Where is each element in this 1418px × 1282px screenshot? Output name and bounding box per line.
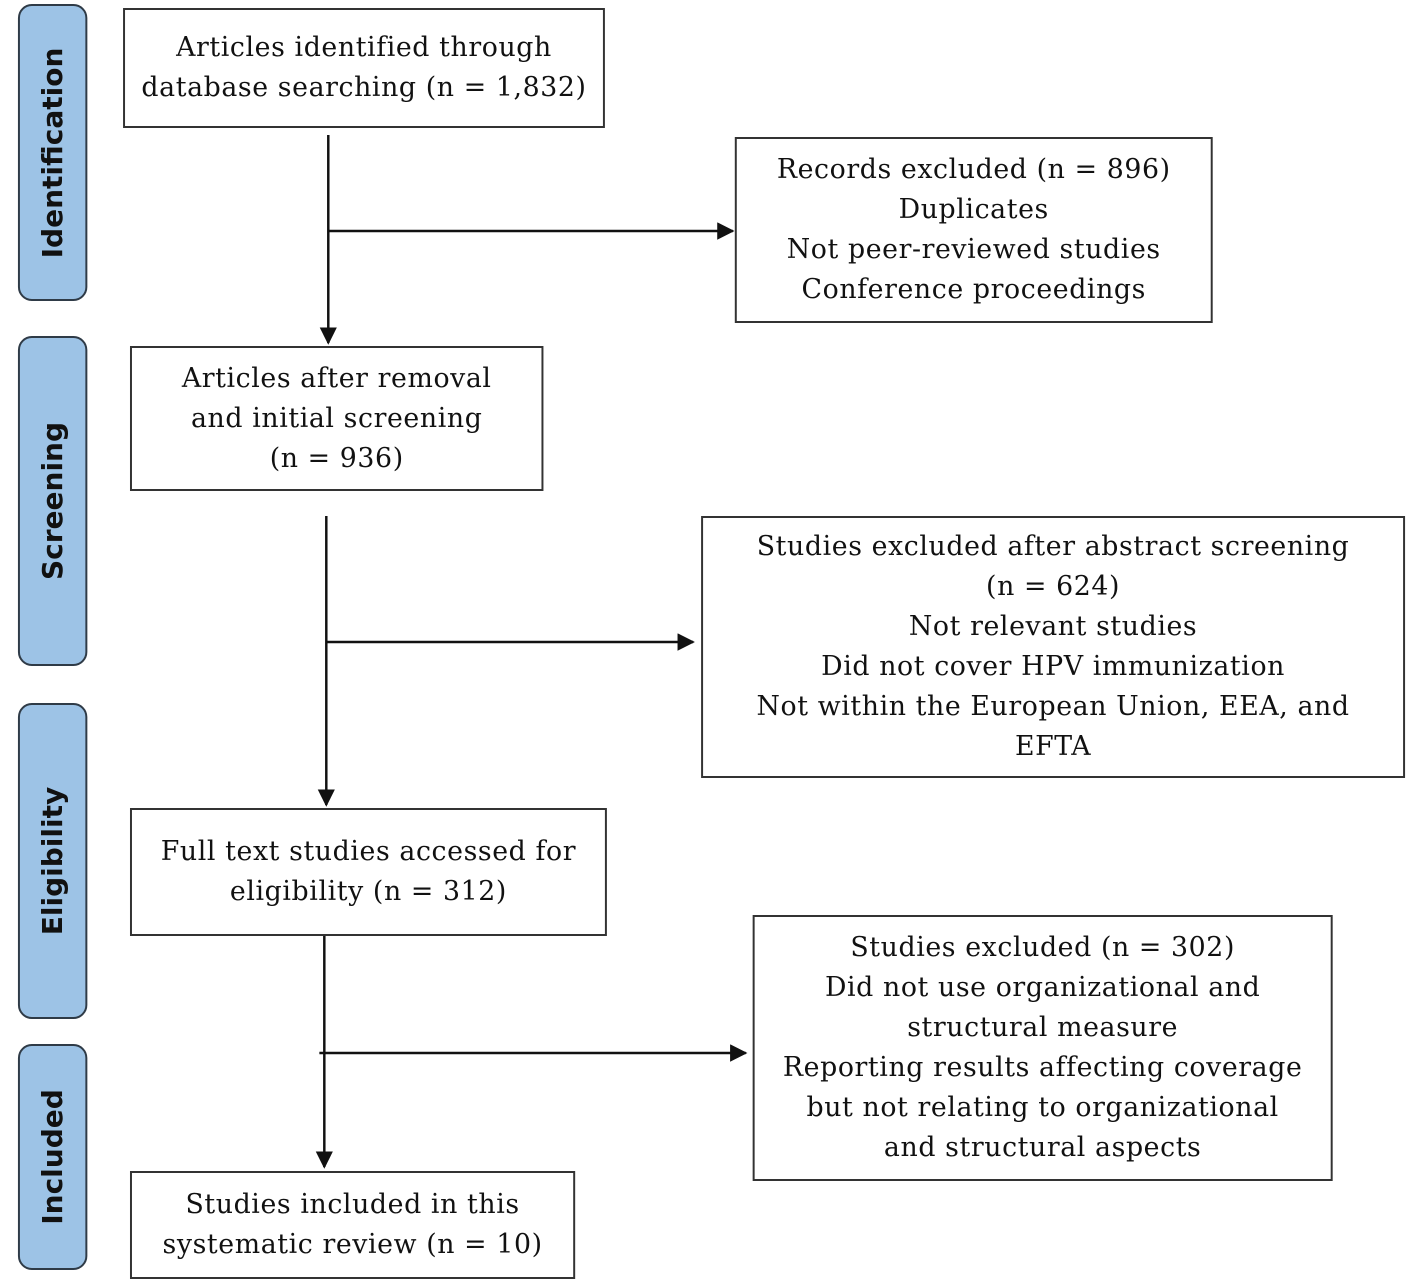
prisma-flow-diagram: Identification Screening Eligibility Inc… <box>12 0 1418 1282</box>
full-text-box: Full text studies accessed for eligibili… <box>129 808 607 936</box>
after-removal-line-1: Articles after removal <box>181 362 492 394</box>
studies-excluded-line-1: Studies excluded (n = 302) <box>850 932 1235 963</box>
studies-excluded-line-6: and structural aspects <box>883 1132 1202 1163</box>
abstract-excluded-line-4: Did not cover HPV immunization <box>821 651 1285 682</box>
after-removal-box: Articles after removal and initial scree… <box>129 346 544 491</box>
phase-eligibility: Eligibility <box>17 703 88 1019</box>
phase-screening: Screening <box>17 336 88 666</box>
flow-connectors <box>315 135 748 1169</box>
studies-excluded-line-5: but not relating to organizational <box>806 1092 1279 1123</box>
included-line-2: systematic review (n = 10) <box>162 1229 543 1260</box>
included-line-1: Studies included in this <box>185 1189 520 1220</box>
studies-excluded-line-2: Did not use organizational and <box>824 972 1261 1003</box>
records-excluded-line-2: Duplicates <box>898 194 1049 225</box>
full-text-line-1: Full text studies accessed for <box>160 836 577 867</box>
abstract-excluded-line-5: Not within the European Union, EEA, and <box>756 691 1350 722</box>
identified-line-2: database searching (n = 1,832) <box>141 72 587 103</box>
studies-excluded-line-3: structural measure <box>907 1012 1179 1043</box>
after-removal-line-2: and initial screening <box>190 402 483 434</box>
records-excluded-line-1: Records excluded (n = 896) <box>776 154 1171 185</box>
records-excluded-line-3: Not peer-reviewed studies <box>786 234 1161 265</box>
abstract-excluded-line-3: Not relevant studies <box>908 611 1198 642</box>
abstract-excluded-box: Studies excluded after abstract screenin… <box>701 516 1406 778</box>
studies-excluded-line-4: Reporting results affecting coverage <box>782 1052 1303 1083</box>
identified-box: Articles identified through database sea… <box>123 8 605 128</box>
after-removal-line-3: (n = 936) <box>269 442 404 474</box>
phase-included: Included <box>17 1044 88 1270</box>
studies-excluded-box: Studies excluded (n = 302) Did not use o… <box>752 915 1333 1181</box>
records-excluded-line-4: Conference proceedings <box>801 274 1146 305</box>
records-excluded-box: Records excluded (n = 896) Duplicates No… <box>734 137 1213 323</box>
phase-identification: Identification <box>17 4 88 301</box>
full-text-line-2: eligibility (n = 312) <box>229 876 507 907</box>
abstract-excluded-line-1: Studies excluded after abstract screenin… <box>756 531 1350 562</box>
identified-line-1: Articles identified through <box>176 32 552 63</box>
included-box: Studies included in this systematic revi… <box>129 1171 576 1279</box>
abstract-excluded-line-6: EFTA <box>1014 731 1092 762</box>
abstract-excluded-line-2: (n = 624) <box>986 571 1121 602</box>
